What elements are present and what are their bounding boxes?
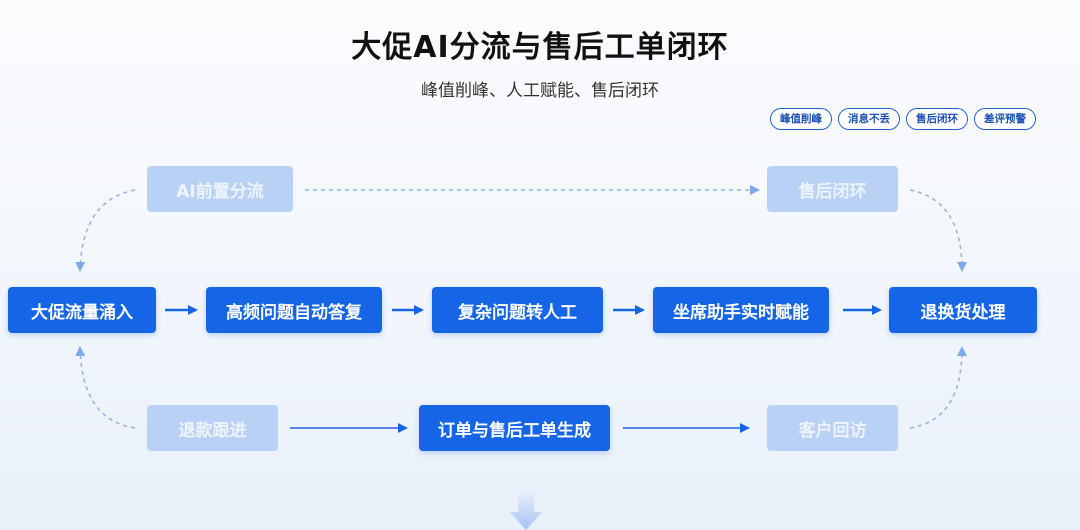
curve-revisit-to-return	[909, 346, 967, 429]
node-refund-followup: 退款跟进	[147, 405, 278, 451]
node-ai-diversion: AI前置分流	[147, 166, 293, 212]
page-title: 大促AI分流与售后工单闭环	[351, 30, 729, 65]
tag-peak-shaving: 峰值削峰	[770, 108, 832, 130]
node-auto-reply: 高频问题自动答复	[206, 287, 382, 333]
curve-loop-to-return	[909, 189, 967, 272]
curve-diversion-to-surge	[75, 189, 136, 272]
node-complex-to-human: 复杂问题转人工	[432, 287, 603, 333]
node-after-sales-loop: 售后闭环	[767, 166, 898, 212]
tag-no-message-loss: 消息不丢	[838, 108, 900, 130]
curve-refund-to-surge	[75, 346, 136, 429]
tag-bad-review-alert: 差评预警	[974, 108, 1036, 130]
tag-after-sales-loop: 售后闭环	[906, 108, 968, 130]
node-ticket-generation: 订单与售后工单生成	[419, 405, 610, 451]
tag-group: 峰值削峰 消息不丢 售后闭环 差评预警	[770, 108, 1036, 130]
node-customer-revisit: 客户回访	[767, 405, 898, 451]
node-promo-surge: 大促流量涌入	[8, 287, 156, 333]
node-return-exchange: 退换货处理	[889, 287, 1037, 333]
page-subtitle: 峰值削峰、人工赋能、售后闭环	[421, 81, 659, 101]
node-agent-assist: 坐席助手实时赋能	[653, 287, 829, 333]
